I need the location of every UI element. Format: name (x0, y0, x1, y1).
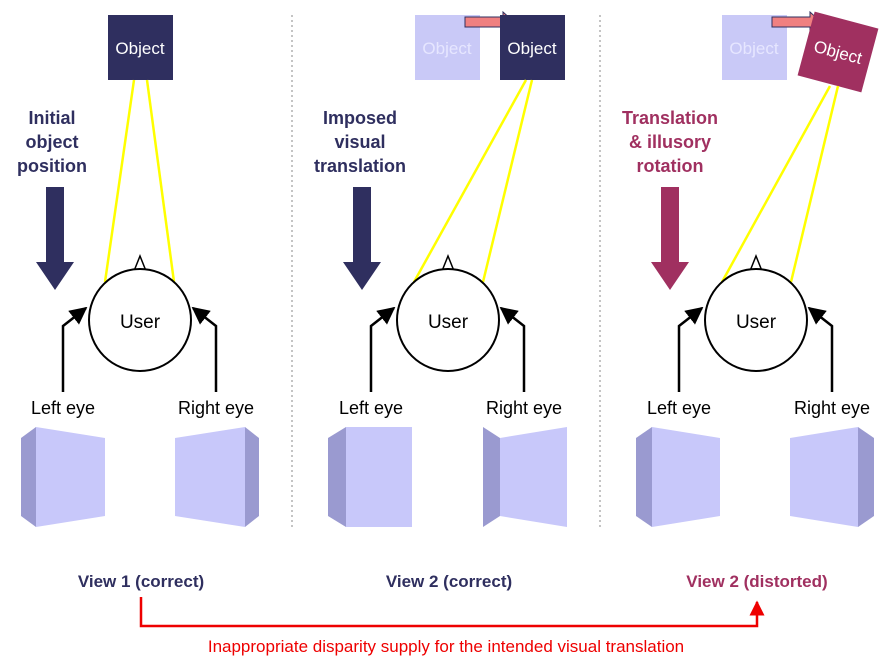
down-arrow-icon (36, 187, 74, 290)
left-eye-view (636, 427, 720, 527)
panel-note-line: & illusory (629, 132, 711, 152)
rotated-object: Object (797, 11, 879, 93)
right-eye-label: Right eye (178, 398, 254, 418)
user-label: User (428, 312, 469, 333)
left-eye-arrow-icon (677, 306, 704, 392)
panel-note-line: visual (334, 132, 385, 152)
left-eye-arrow-icon (61, 306, 88, 392)
sight-line-left (412, 79, 528, 283)
panel-note-line: object (25, 132, 78, 152)
left-eye-view (21, 427, 105, 527)
panel-view-2: Object Object Imposed visual translation… (314, 10, 567, 591)
ghost-object-label: Object (729, 39, 778, 58)
panel-note-line: rotation (637, 156, 704, 176)
sight-line-left (103, 79, 136, 283)
panel-note-line: Imposed (323, 108, 397, 128)
right-eye-view (483, 427, 567, 527)
sight-line-right (145, 79, 176, 283)
object-box (108, 15, 173, 80)
object-box (500, 15, 565, 80)
view-caption: View 2 (correct) (386, 572, 512, 591)
sight-line-right (789, 85, 840, 283)
disparity-connector-arrow (139, 597, 765, 628)
view-caption: View 1 (correct) (78, 572, 204, 591)
right-eye-arrow-icon (191, 306, 218, 392)
right-eye-view (175, 427, 259, 527)
left-eye-label: Left eye (31, 398, 95, 418)
down-arrow-icon (343, 187, 381, 290)
object-label: Object (115, 39, 164, 58)
down-arrow-icon (651, 187, 689, 290)
right-eye-view (790, 427, 874, 527)
panel-note-line: translation (314, 156, 406, 176)
panel-view-3: Object Object Translation & illusory rot… (622, 10, 879, 591)
user-head (704, 268, 808, 372)
left-eye-label: Left eye (647, 398, 711, 418)
footer-note: Inappropriate disparity supply for the i… (208, 637, 684, 656)
right-eye-arrow-icon (499, 306, 526, 392)
sight-line-right (481, 79, 534, 283)
user-label: User (120, 312, 161, 333)
object-label: Object (507, 39, 556, 58)
user-head (88, 268, 192, 372)
user-head (396, 268, 500, 372)
right-eye-label: Right eye (486, 398, 562, 418)
right-eye-arrow-icon (807, 306, 834, 392)
view-caption: View 2 (distorted) (686, 572, 827, 591)
left-eye-arrow-icon (369, 306, 396, 392)
panel-note-line: Translation (622, 108, 718, 128)
user-label: User (736, 312, 777, 333)
left-eye-view (328, 427, 412, 527)
object-box (797, 11, 879, 93)
right-eye-label: Right eye (794, 398, 870, 418)
panel-note-line: Initial (28, 108, 75, 128)
panel-note-line: position (17, 156, 87, 176)
ghost-object-label: Object (422, 39, 471, 58)
sight-line-left (720, 85, 832, 283)
left-eye-label: Left eye (339, 398, 403, 418)
panel-view-1: Object Initial object position User Left… (17, 15, 259, 591)
